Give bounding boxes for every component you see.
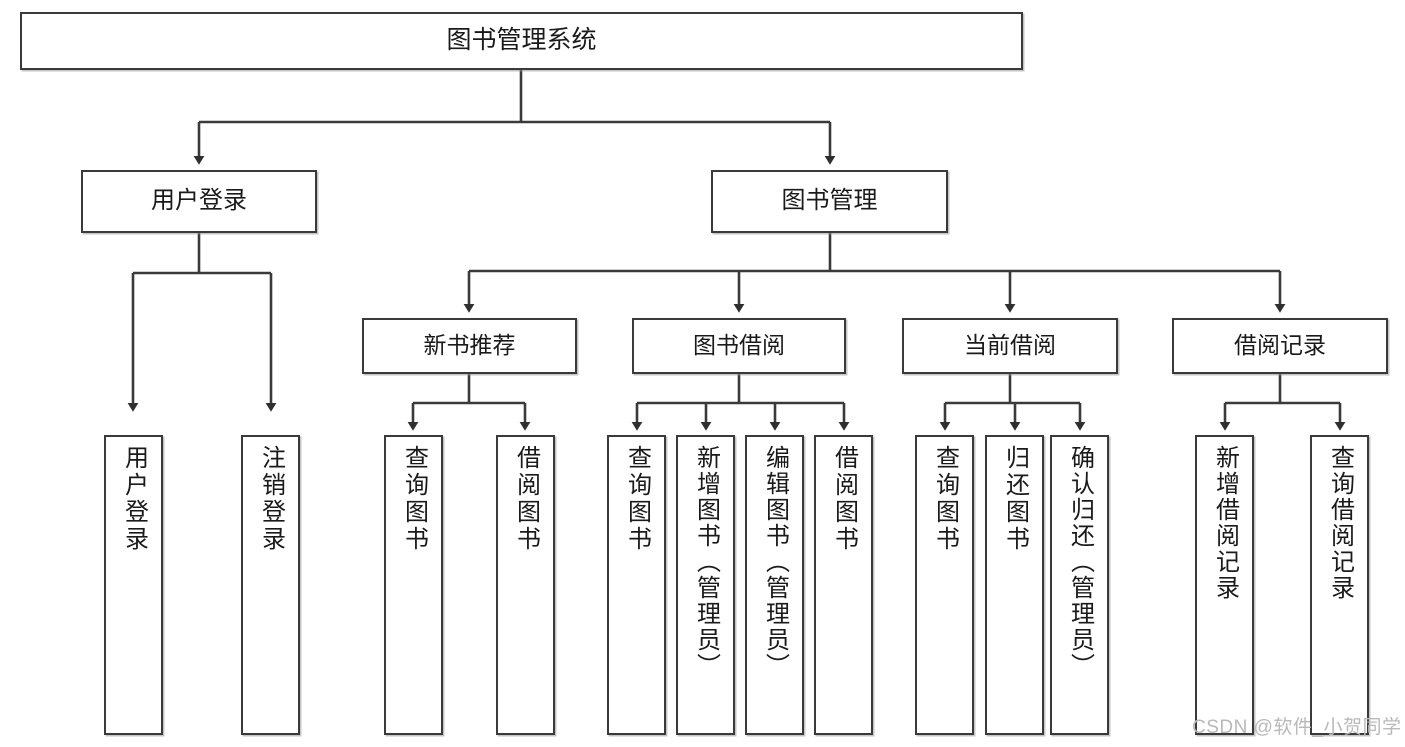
- leaf-return-book[interactable]: 归还图书: [985, 435, 1044, 735]
- node-label: 借阅图书: [830, 445, 858, 553]
- node-label: 新增借阅记录: [1211, 445, 1239, 601]
- node-label: 编辑图书（管理员）: [761, 445, 789, 679]
- leaf-add-book-admin[interactable]: 新增图书（管理员）: [676, 435, 735, 735]
- node-label: 新增图书（管理员）: [692, 445, 720, 679]
- leaf-query-borrow-record[interactable]: 查询借阅记录: [1310, 435, 1369, 735]
- node-borrow-record[interactable]: 借阅记录: [1172, 318, 1388, 374]
- leaf-query-book-current[interactable]: 查询图书: [915, 435, 974, 735]
- node-label: 确认归还（管理员）: [1066, 445, 1094, 679]
- node-label: 查询图书: [623, 445, 651, 553]
- node-label: 归还图书: [1001, 445, 1029, 553]
- node-label: 借阅图书: [512, 445, 540, 553]
- leaf-logout-login[interactable]: 注销登录: [241, 435, 300, 735]
- node-new-book-recommend[interactable]: 新书推荐: [362, 318, 577, 374]
- node-book-borrow[interactable]: 图书借阅: [632, 318, 846, 374]
- leaf-edit-book-admin[interactable]: 编辑图书（管理员）: [745, 435, 804, 735]
- node-label: 新书推荐: [423, 332, 516, 359]
- leaf-confirm-return-admin[interactable]: 确认归还（管理员）: [1050, 435, 1109, 735]
- leaf-user-login[interactable]: 用户登录: [104, 435, 163, 735]
- node-book-management[interactable]: 图书管理: [711, 170, 948, 233]
- node-root-system[interactable]: 图书管理系统: [20, 12, 1023, 70]
- node-label: 查询图书: [400, 445, 428, 553]
- node-label: 注销登录: [257, 445, 285, 553]
- node-label: 图书管理系统: [446, 26, 597, 55]
- leaf-query-book-borrow[interactable]: 查询图书: [607, 435, 666, 735]
- csdn-watermark: CSDN @软件_小贺同学: [1192, 717, 1402, 738]
- node-current-borrow[interactable]: 当前借阅: [902, 318, 1118, 374]
- node-label: 图书借阅: [693, 332, 785, 359]
- node-user-login[interactable]: 用户登录: [81, 170, 317, 233]
- node-label: 当前借阅: [964, 332, 1056, 359]
- node-label: 查询图书: [931, 445, 959, 553]
- leaf-add-borrow-record[interactable]: 新增借阅记录: [1195, 435, 1254, 735]
- node-label: 用户登录: [151, 187, 247, 215]
- leaf-borrow-book-recommend[interactable]: 借阅图书: [496, 435, 555, 735]
- node-label: 图书管理: [781, 187, 878, 215]
- leaf-query-book-recommend[interactable]: 查询图书: [384, 435, 443, 735]
- leaf-borrow-book[interactable]: 借阅图书: [814, 435, 873, 735]
- node-label: 用户登录: [120, 445, 148, 553]
- node-label: 借阅记录: [1234, 332, 1326, 359]
- node-label: 查询借阅记录: [1326, 445, 1354, 601]
